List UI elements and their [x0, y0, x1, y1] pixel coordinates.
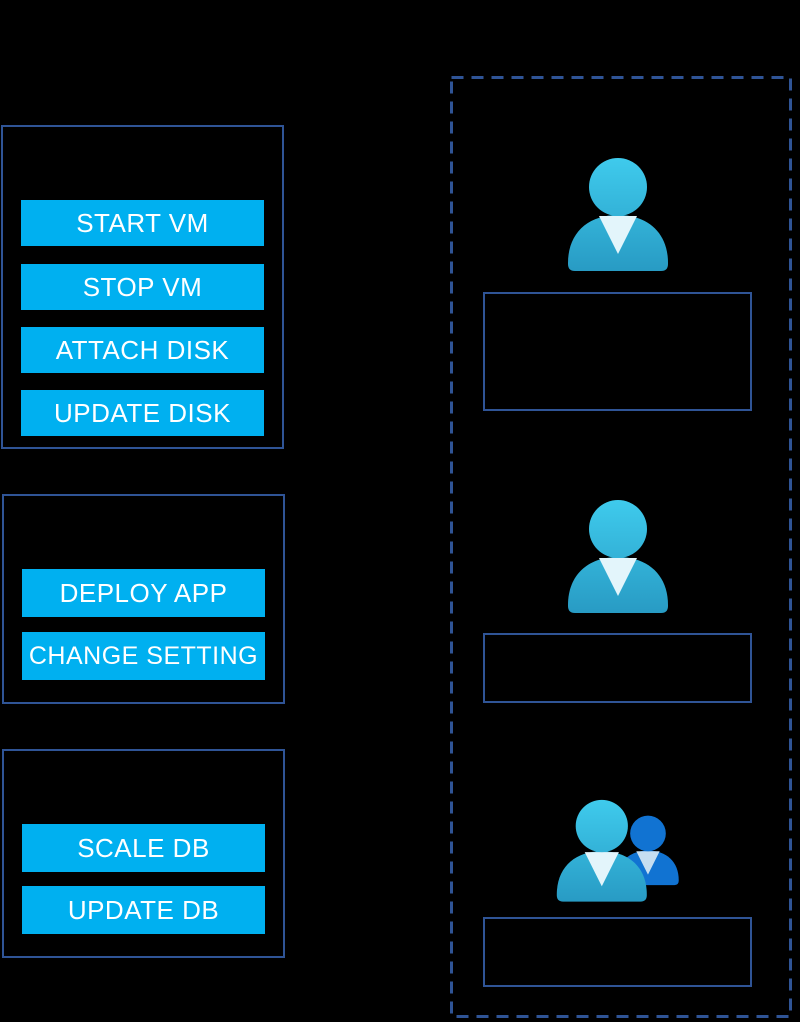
scope-panel-border: [450, 76, 792, 1018]
user-label-box-2: [483, 633, 752, 703]
user-group-icon: [555, 797, 680, 904]
scale-db-button[interactable]: SCALE DB: [22, 824, 265, 872]
start-vm-button[interactable]: START VM: [21, 200, 264, 246]
stop-vm-button[interactable]: STOP VM: [21, 264, 264, 310]
update-db-button[interactable]: UPDATE DB: [22, 886, 265, 934]
attach-disk-button[interactable]: ATTACH DISK: [21, 327, 264, 373]
user-label-box-1: [483, 292, 752, 411]
db-actions-group: SCALE DB UPDATE DB: [2, 749, 285, 958]
app-actions-group: DEPLOY APP CHANGE SETTING: [2, 494, 285, 704]
vm-actions-group: START VM STOP VM ATTACH DISK UPDATE DISK: [1, 125, 284, 449]
update-disk-button[interactable]: UPDATE DISK: [21, 390, 264, 436]
deploy-app-button[interactable]: DEPLOY APP: [22, 569, 265, 617]
change-setting-button[interactable]: CHANGE SETTING: [22, 632, 265, 680]
user-icon: [566, 499, 670, 613]
user-icon: [566, 157, 670, 271]
user-group-label-box: [483, 917, 752, 987]
